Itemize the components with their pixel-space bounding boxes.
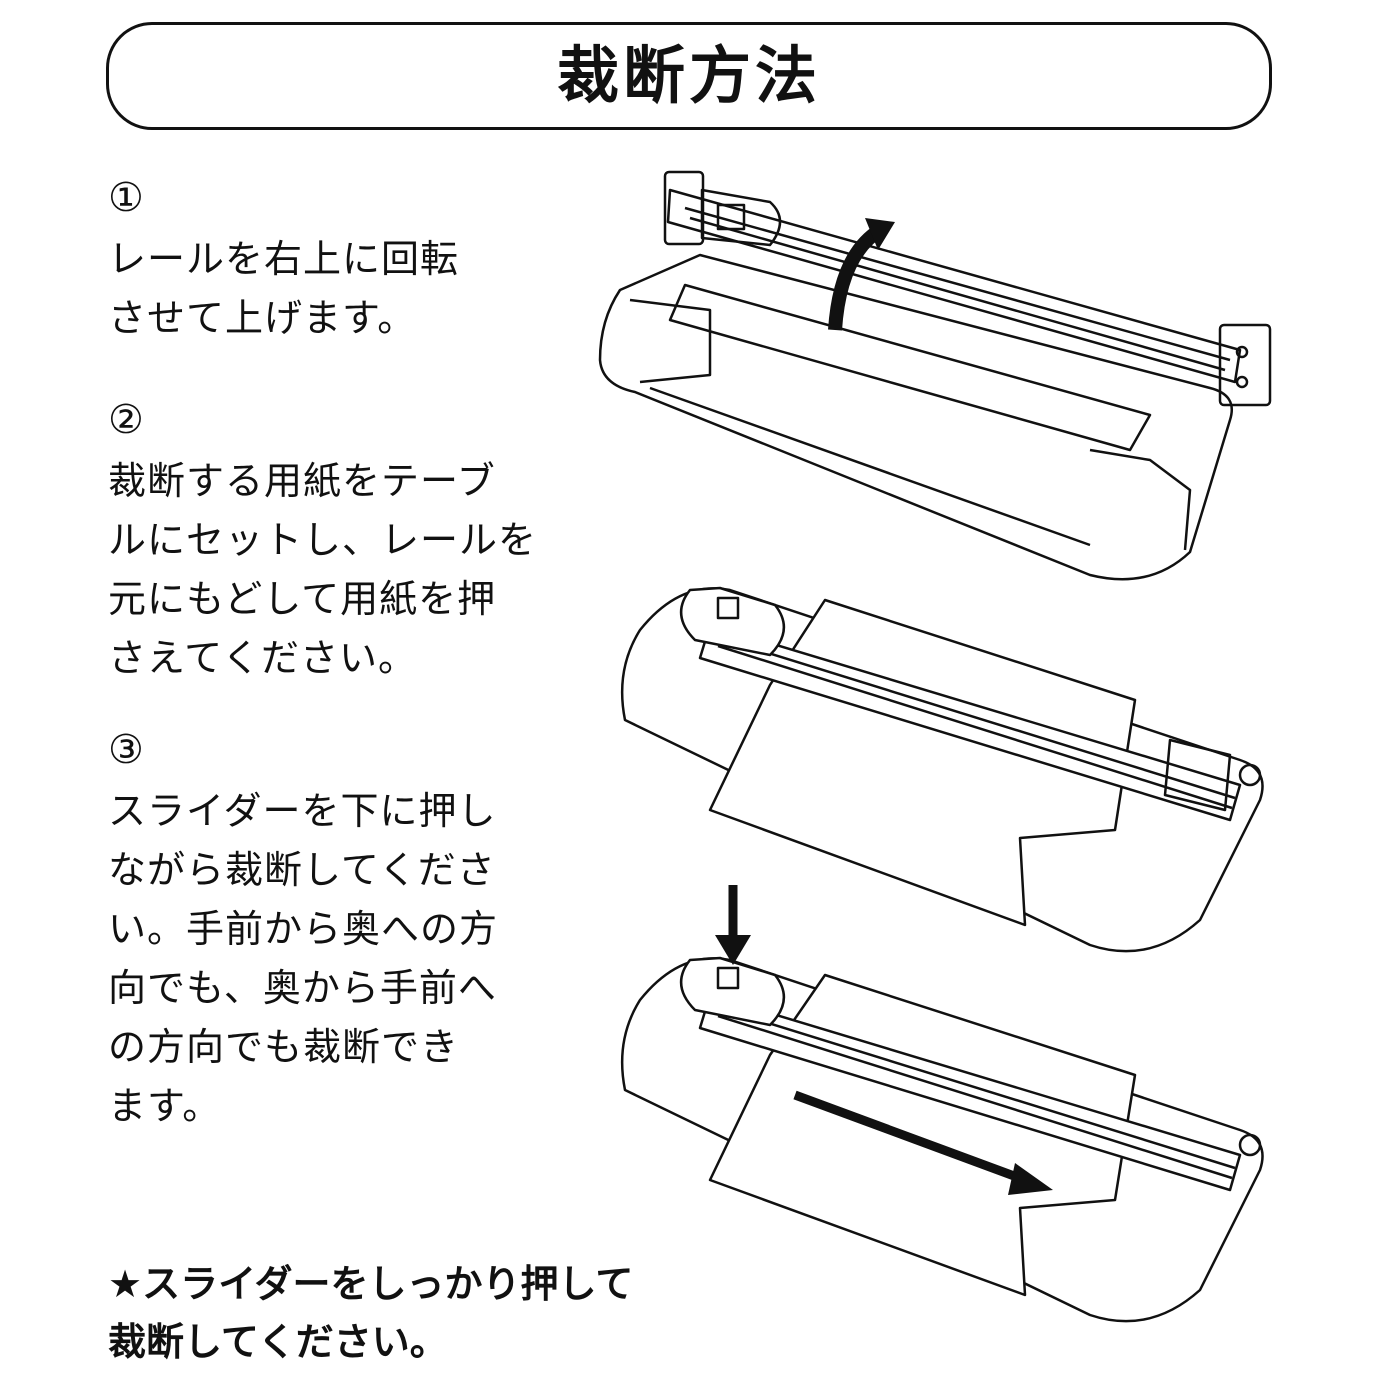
caution-note: ★スライダーをしっかり押して 裁断してください。	[108, 1262, 634, 1364]
slider-head	[700, 188, 782, 247]
right-grip	[1089, 448, 1192, 551]
page-title: 裁断方法	[556, 39, 821, 112]
trimmer-base	[598, 253, 1233, 581]
step-3: ③ スライダーを下に押し ながら裁断してくださ い。手前から奥への方 向でも、奥…	[108, 730, 548, 1136]
curved-up-arrow	[828, 224, 884, 331]
right-block	[1163, 738, 1232, 812]
step-3-number: ③	[108, 727, 144, 773]
slide-direction-arrow	[793, 1090, 1027, 1185]
screw-hole	[1238, 1133, 1262, 1157]
step-3-text: スライダーを下に押し ながら裁断してくださ い。手前から奥への方 向でも、奥から…	[108, 789, 499, 1128]
trimmer-cutting-illustration	[620, 885, 1264, 1323]
screw-hole	[1238, 763, 1262, 787]
right-hinge	[1218, 323, 1272, 407]
rail	[666, 188, 1242, 384]
table-surface	[668, 283, 1152, 452]
slider-head	[680, 956, 785, 1027]
left-hinge	[663, 170, 705, 246]
trimmer-rail-raised-illustration	[598, 170, 1272, 581]
step-2-number: ②	[108, 397, 144, 443]
step-2: ② 裁断する用紙をテーブ ルにセットし、レールを 元にもどして用紙を押 さえてく…	[108, 400, 548, 688]
left-grip	[629, 298, 712, 384]
step-1-text: レールを右上に回転 させて上げます。	[108, 237, 460, 340]
trimmer-paper-set-illustration	[620, 586, 1264, 953]
step-2-text: 裁断する用紙をテーブ ルにセットし、レールを 元にもどして用紙を押 さえてくださ…	[108, 459, 538, 680]
title-box: 裁断方法	[106, 22, 1272, 130]
slider-head	[680, 586, 785, 657]
step-1-number: ①	[108, 175, 144, 221]
step-1: ① レールを右上に回転 させて上げます。	[108, 178, 548, 348]
